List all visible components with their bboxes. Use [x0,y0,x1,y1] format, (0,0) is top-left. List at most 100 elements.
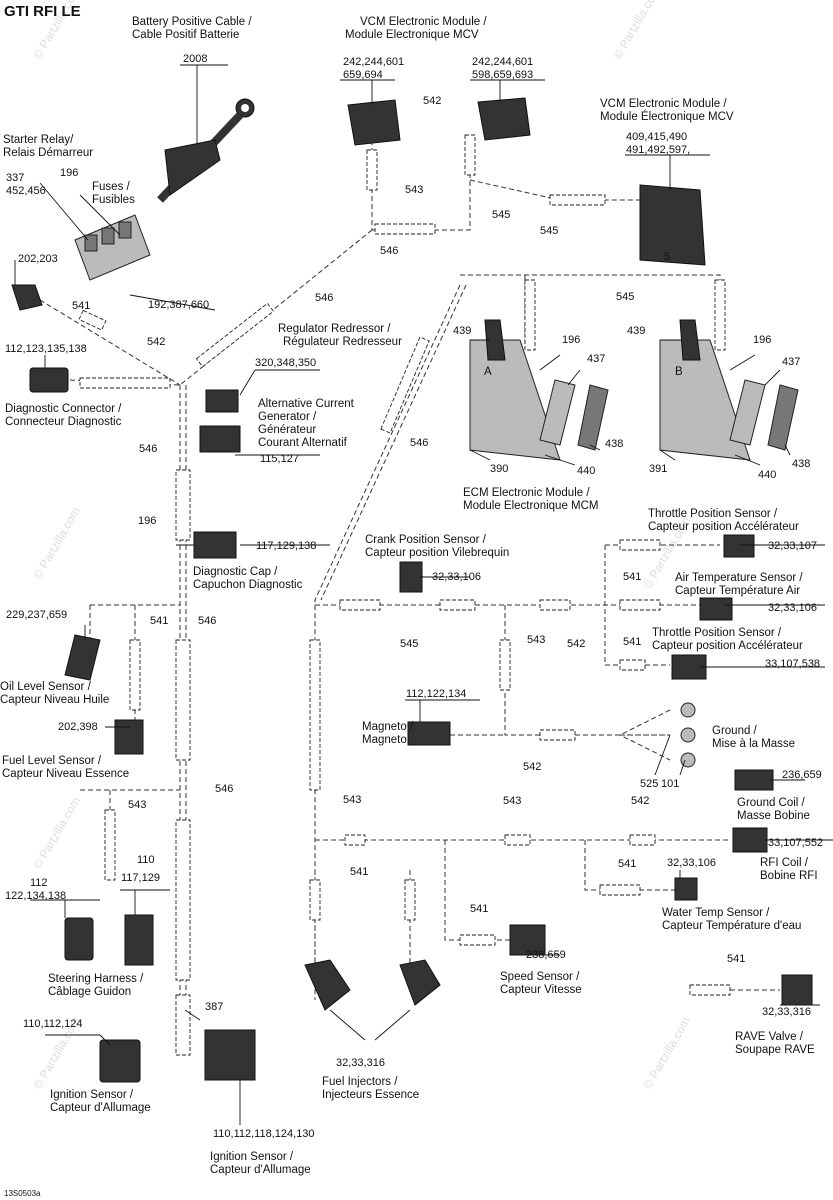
watermark: © Partzilla.com [640,1014,693,1091]
diagnostic-cap-part [193,531,237,559]
part-number: 337 [6,172,24,184]
fuses-label: Fuses / [92,181,131,193]
part-number: 33,107,552 [768,837,823,849]
harness-label: 546 [315,292,333,304]
steering-harness-1-part [64,917,94,961]
part-number: 33,107,538 [765,658,820,670]
alt-current-label: Alternative Current [258,398,355,410]
ignition-sensor-2-part [204,1029,256,1081]
harness-numbers: 542 543 545 545 546 546 545 541 542 546 … [72,95,745,965]
part-number: 196 [753,334,771,346]
harness-label: 543 [343,794,361,806]
steering-label: Steering Harness / [48,973,144,985]
part-number: 236,659 [782,769,822,781]
part-number: 437 [782,356,800,368]
water-temp-sensor-part [674,877,698,901]
ground-label: Ground / [712,725,758,737]
speed-sensor-part [509,924,546,956]
rfi-coil-part [732,827,768,853]
starter-relay-part [11,284,43,311]
part-number: 101 [661,778,679,790]
ground-coil-part [734,769,774,791]
ign-1-label: Ignition Sensor / [50,1089,134,1101]
throttle-sensor-1-part [723,534,755,558]
part-number: 320,348,350 [255,357,316,369]
part-number: 491,492,597, [626,144,690,156]
crank-label: Crank Position Sensor / [365,534,487,546]
speed-label: Speed Sensor / [500,971,580,983]
ground-ring-2 [680,727,696,743]
part-number: 242,244,601 [343,56,404,68]
part-number: 32,33,106 [667,857,716,869]
ecm-a-label: A [484,366,492,378]
vcm-connector-right [477,97,531,141]
speed-label: Capteur Vitesse [500,984,582,996]
part-number: 192,387,660 [148,299,209,311]
oil-level-label: Capteur Niveau Huile [0,694,109,706]
harness-label: 541 [72,300,90,312]
part-number: 440 [758,469,776,481]
rfi-coil-label: Bobine RFI [760,870,818,882]
battery-cable-label: Battery Positive Cable / [132,16,252,28]
diag-cap-label: Diagnostic Cap / [193,566,278,578]
battery-cable-label: Cable Positif Batterie [132,29,239,41]
ign-1-label: Capteur d'Allumage [50,1102,151,1114]
regulator-part [205,389,239,413]
part-number: 196 [60,167,78,179]
part-number: 32,33,316 [336,1057,385,1069]
harness-label: 546 [380,245,398,257]
vcm-right-label: VCM Electronic Module / [600,98,727,110]
part-number: 238,659 [526,949,566,961]
harness-label: 543 [503,795,521,807]
vcm-module-right [639,184,706,266]
vcm-top-label: VCM Electronic Module / [360,16,487,28]
harness-label: 546 [139,443,157,455]
steering-label: Câblage Guidon [48,986,131,998]
fuel-injector-2-part [399,959,441,1006]
throttle-2-label: Throttle Position Sensor / [652,627,782,639]
starter-relay-label: Starter Relay/ [3,134,74,146]
oil-level-sensor-part [64,634,101,681]
part-number: 387 [205,1001,223,1013]
part-number: 659,694 [343,69,383,81]
alt-current-label: Generator / [258,411,317,423]
part-number: 32,33,106 [432,571,481,583]
part-number: 438 [605,438,623,450]
ign-2-label: Capteur d'Allumage [210,1164,311,1176]
part-number: 391 [649,463,667,475]
ign-2-label: Ignition Sensor / [210,1151,294,1163]
part-number: 409,415,490 [626,131,687,143]
rfi-coil-label: RFI Coil / [760,857,809,869]
part-number: 438 [792,458,810,470]
part-number: 439 [453,325,471,337]
vcm-connector-left [347,99,401,146]
part-number: 440 [577,465,595,477]
part-number: 117,129 [121,872,160,884]
magneto-label: Magneto [362,734,407,746]
part-number: 115,127 [260,453,299,465]
fuel-level-sensor-part [114,719,144,755]
component-labels: Battery Positive Cable / Cable Positif B… [0,16,823,1176]
harness-label: 541 [623,636,641,648]
part-number: 390 [490,463,508,475]
magneto-label: Magneto / [362,721,414,733]
harness-label: 543 [128,799,146,811]
ground-ring-1 [680,702,696,718]
part-number: 242,244,601 [472,56,533,68]
part-number: 122,134,138 [5,890,66,902]
ecm-b-label: B [675,366,683,378]
diag-connector-label: Diagnostic Connector / [5,403,122,415]
rave-label: RAVE Valve / [735,1031,804,1043]
part-number: 196 [138,515,156,527]
harness-label: 543 [527,634,545,646]
fuel-injector-1-part [304,959,351,1011]
part-number: 32,33,107 [768,540,817,552]
vcm-right-label: Module Électronique MCV [600,110,734,123]
air-temp-label: Air Temperature Sensor / [675,572,803,584]
fuel-level-label: Capteur Niveau Essence [2,768,129,780]
part-number: 112,122,134 [406,688,466,700]
water-temp-label: Capteur Température d'eau [662,920,801,932]
part-number: 32,33,106 [768,602,817,614]
harness-label: 541 [470,903,488,915]
